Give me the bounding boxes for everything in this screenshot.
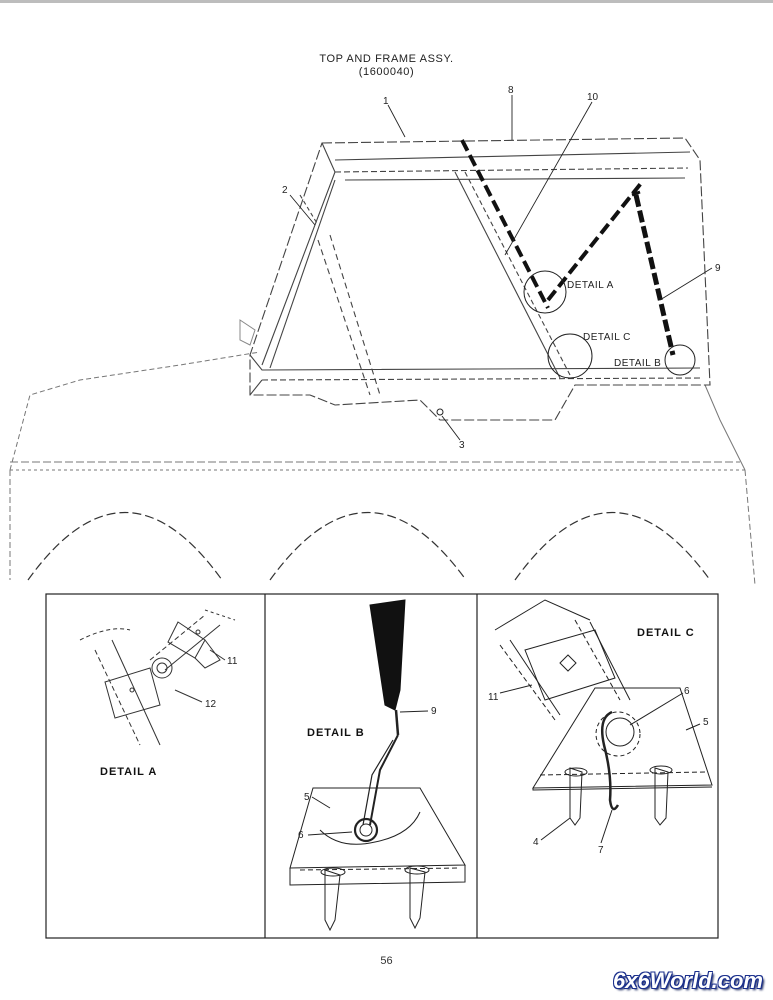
panel-a-callout-11: 11 <box>227 656 238 667</box>
panel-b-callout-9: 9 <box>431 706 437 717</box>
detail-circles <box>436 270 696 416</box>
panel-c-callout-11: 11 <box>488 692 499 703</box>
fastener-marker <box>436 408 444 416</box>
detail-c-label: DETAIL C <box>583 332 631 343</box>
callout-10: 10 <box>587 92 599 103</box>
detail-panels-frame <box>45 593 719 939</box>
panel-c-callout-4: 4 <box>533 837 539 848</box>
callout-8: 8 <box>508 85 514 96</box>
leader-lines <box>289 95 713 441</box>
detail-a-circle <box>523 270 567 314</box>
panel-b-drawing <box>289 599 466 932</box>
top-rule <box>0 0 773 3</box>
panel-b-title: DETAIL B <box>307 727 365 739</box>
part-number: (1600040) <box>358 66 415 78</box>
panel-a-callout-12: 12 <box>205 699 217 710</box>
panel-c-title: DETAIL C <box>637 627 695 639</box>
panel-a-drawing <box>79 609 236 746</box>
panel-a-title: DETAIL A <box>100 766 157 778</box>
callout-2: 2 <box>282 185 288 196</box>
page-number: 56 <box>380 955 393 967</box>
panel-c-callout-6: 6 <box>684 686 690 697</box>
panel-c-drawing <box>494 599 713 844</box>
drawing-title: TOP AND FRAME ASSY. <box>319 53 454 65</box>
callout-1: 1 <box>383 96 389 107</box>
panel-b-callout-5: 5 <box>304 792 310 803</box>
panel-b-callout-6: 6 <box>298 830 304 841</box>
watermark-logo: 6x6World.com <box>613 968 763 993</box>
straps <box>460 139 676 356</box>
callout-3: 3 <box>459 440 465 451</box>
callout-9: 9 <box>715 263 721 274</box>
detail-b-circle <box>664 344 696 376</box>
detail-a-label: DETAIL A <box>567 280 614 291</box>
detail-b-label: DETAIL B <box>614 358 661 369</box>
detail-c-circle <box>547 333 593 379</box>
panel-c-callout-5: 5 <box>703 717 709 728</box>
vehicle-body <box>9 319 756 586</box>
top-frame <box>249 137 711 421</box>
panel-c-callout-7: 7 <box>598 845 604 856</box>
